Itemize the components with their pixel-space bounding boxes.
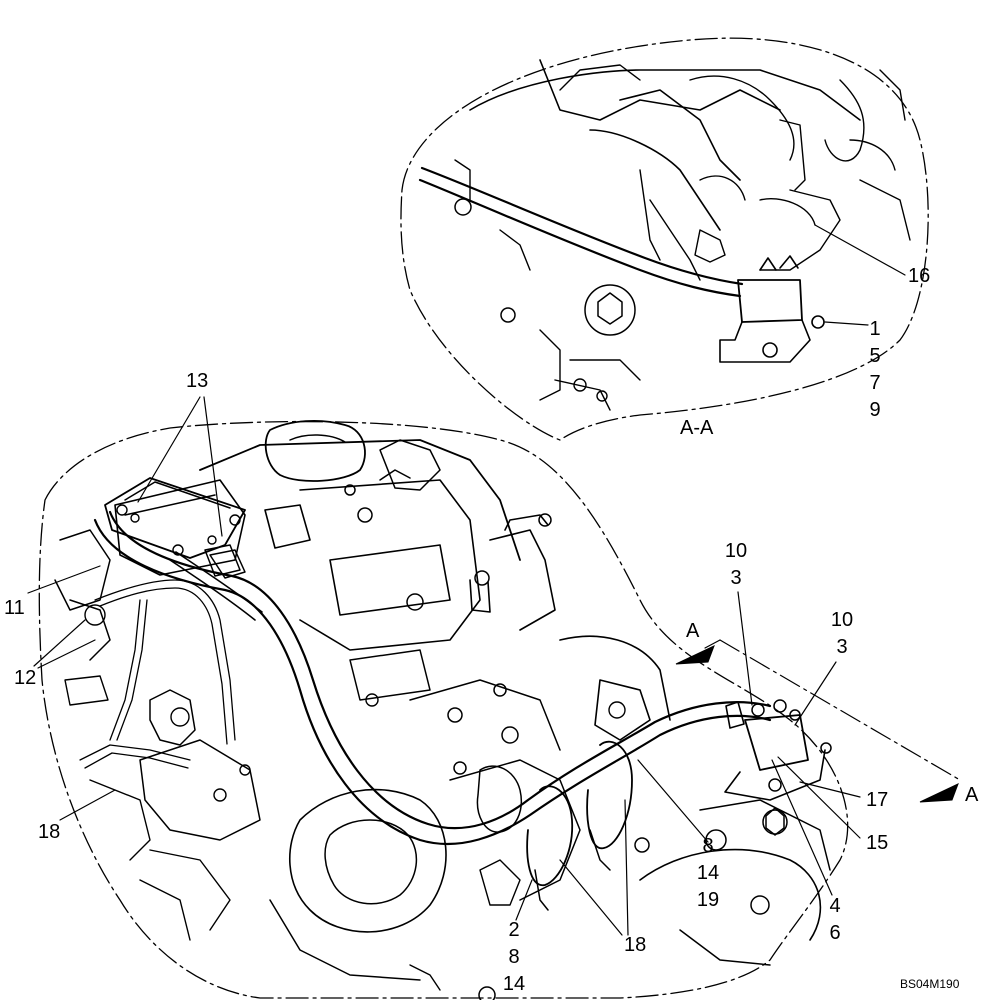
section-line-left-tail bbox=[704, 639, 721, 649]
callout-14: 14 bbox=[502, 973, 526, 995]
leader-18-bottom-a bbox=[624, 799, 629, 936]
leader-13a bbox=[137, 396, 201, 503]
callout-19: 19 bbox=[696, 889, 720, 911]
callout-18-left: 18 bbox=[38, 821, 61, 843]
callout-16: 16 bbox=[908, 265, 931, 287]
callout-13: 13 bbox=[186, 370, 209, 392]
leader-1 bbox=[824, 321, 869, 326]
bolt-head bbox=[811, 315, 825, 329]
detail-boundary bbox=[400, 37, 929, 441]
callout-stack-2-8-14: 2 8 14 bbox=[492, 917, 536, 998]
section-view-label: A-A bbox=[680, 417, 714, 439]
callout-3: 3 bbox=[730, 567, 742, 589]
drawing-code: BS04M190 bbox=[900, 977, 960, 991]
leader-13b bbox=[203, 396, 223, 537]
callout-10: 10 bbox=[830, 609, 854, 631]
callout-9: 9 bbox=[869, 399, 881, 421]
callout-4: 4 bbox=[829, 895, 841, 917]
callout-11: 11 bbox=[4, 597, 25, 619]
callout-6: 6 bbox=[829, 922, 841, 944]
leader-10-3-a bbox=[737, 591, 753, 706]
leader-12b bbox=[37, 639, 96, 669]
section-arrow-left bbox=[675, 645, 715, 665]
starter-solenoid bbox=[744, 714, 809, 771]
callout-15: 15 bbox=[866, 832, 889, 854]
callout-3: 3 bbox=[836, 636, 848, 658]
callout-2: 2 bbox=[508, 919, 520, 941]
leader-17 bbox=[799, 781, 861, 798]
leader-8-14-19 bbox=[637, 759, 709, 843]
callout-5: 5 bbox=[869, 345, 881, 367]
section-line bbox=[719, 639, 961, 781]
leader-4-6 bbox=[771, 759, 833, 896]
callout-14: 14 bbox=[696, 862, 720, 884]
callout-stack-10-3-a: 10 3 bbox=[716, 538, 756, 592]
leader-10-3-b bbox=[794, 661, 837, 726]
callout-7: 7 bbox=[869, 372, 881, 394]
leader-11 bbox=[27, 565, 101, 594]
leader-18-left bbox=[59, 789, 116, 821]
main-engine-view bbox=[27, 396, 961, 1000]
leader-16 bbox=[814, 224, 906, 276]
callout-8: 8 bbox=[508, 946, 520, 968]
callout-stack-4-6: 4 6 bbox=[815, 893, 855, 947]
leader-12a bbox=[33, 619, 86, 667]
callout-18-bottom: 18 bbox=[624, 934, 647, 956]
wire-harness bbox=[93, 518, 772, 846]
section-arrow-label-right: A bbox=[965, 784, 979, 806]
callout-10: 10 bbox=[724, 540, 748, 562]
callout-12: 12 bbox=[14, 667, 37, 689]
main-boundary bbox=[38, 420, 849, 999]
callout-stack-1-5-7-9: 1 5 7 9 bbox=[855, 316, 895, 424]
harness-clamp bbox=[526, 785, 573, 886]
nut bbox=[762, 342, 778, 358]
callout-stack-10-3-b: 10 3 bbox=[822, 607, 862, 661]
leader-18-bottom-b bbox=[559, 859, 623, 936]
section-arrow-label-left: A bbox=[686, 620, 700, 642]
leader-15 bbox=[777, 756, 861, 839]
harness-clamp bbox=[586, 740, 633, 849]
callout-1: 1 bbox=[869, 318, 881, 340]
callout-17: 17 bbox=[866, 789, 889, 811]
callout-8: 8 bbox=[702, 835, 714, 857]
leader-2-8-14 bbox=[515, 879, 533, 921]
callout-stack-8-14-19: 8 14 19 bbox=[686, 833, 730, 914]
section-arrow-right bbox=[919, 783, 959, 803]
detail-view-a-a bbox=[400, 37, 929, 441]
